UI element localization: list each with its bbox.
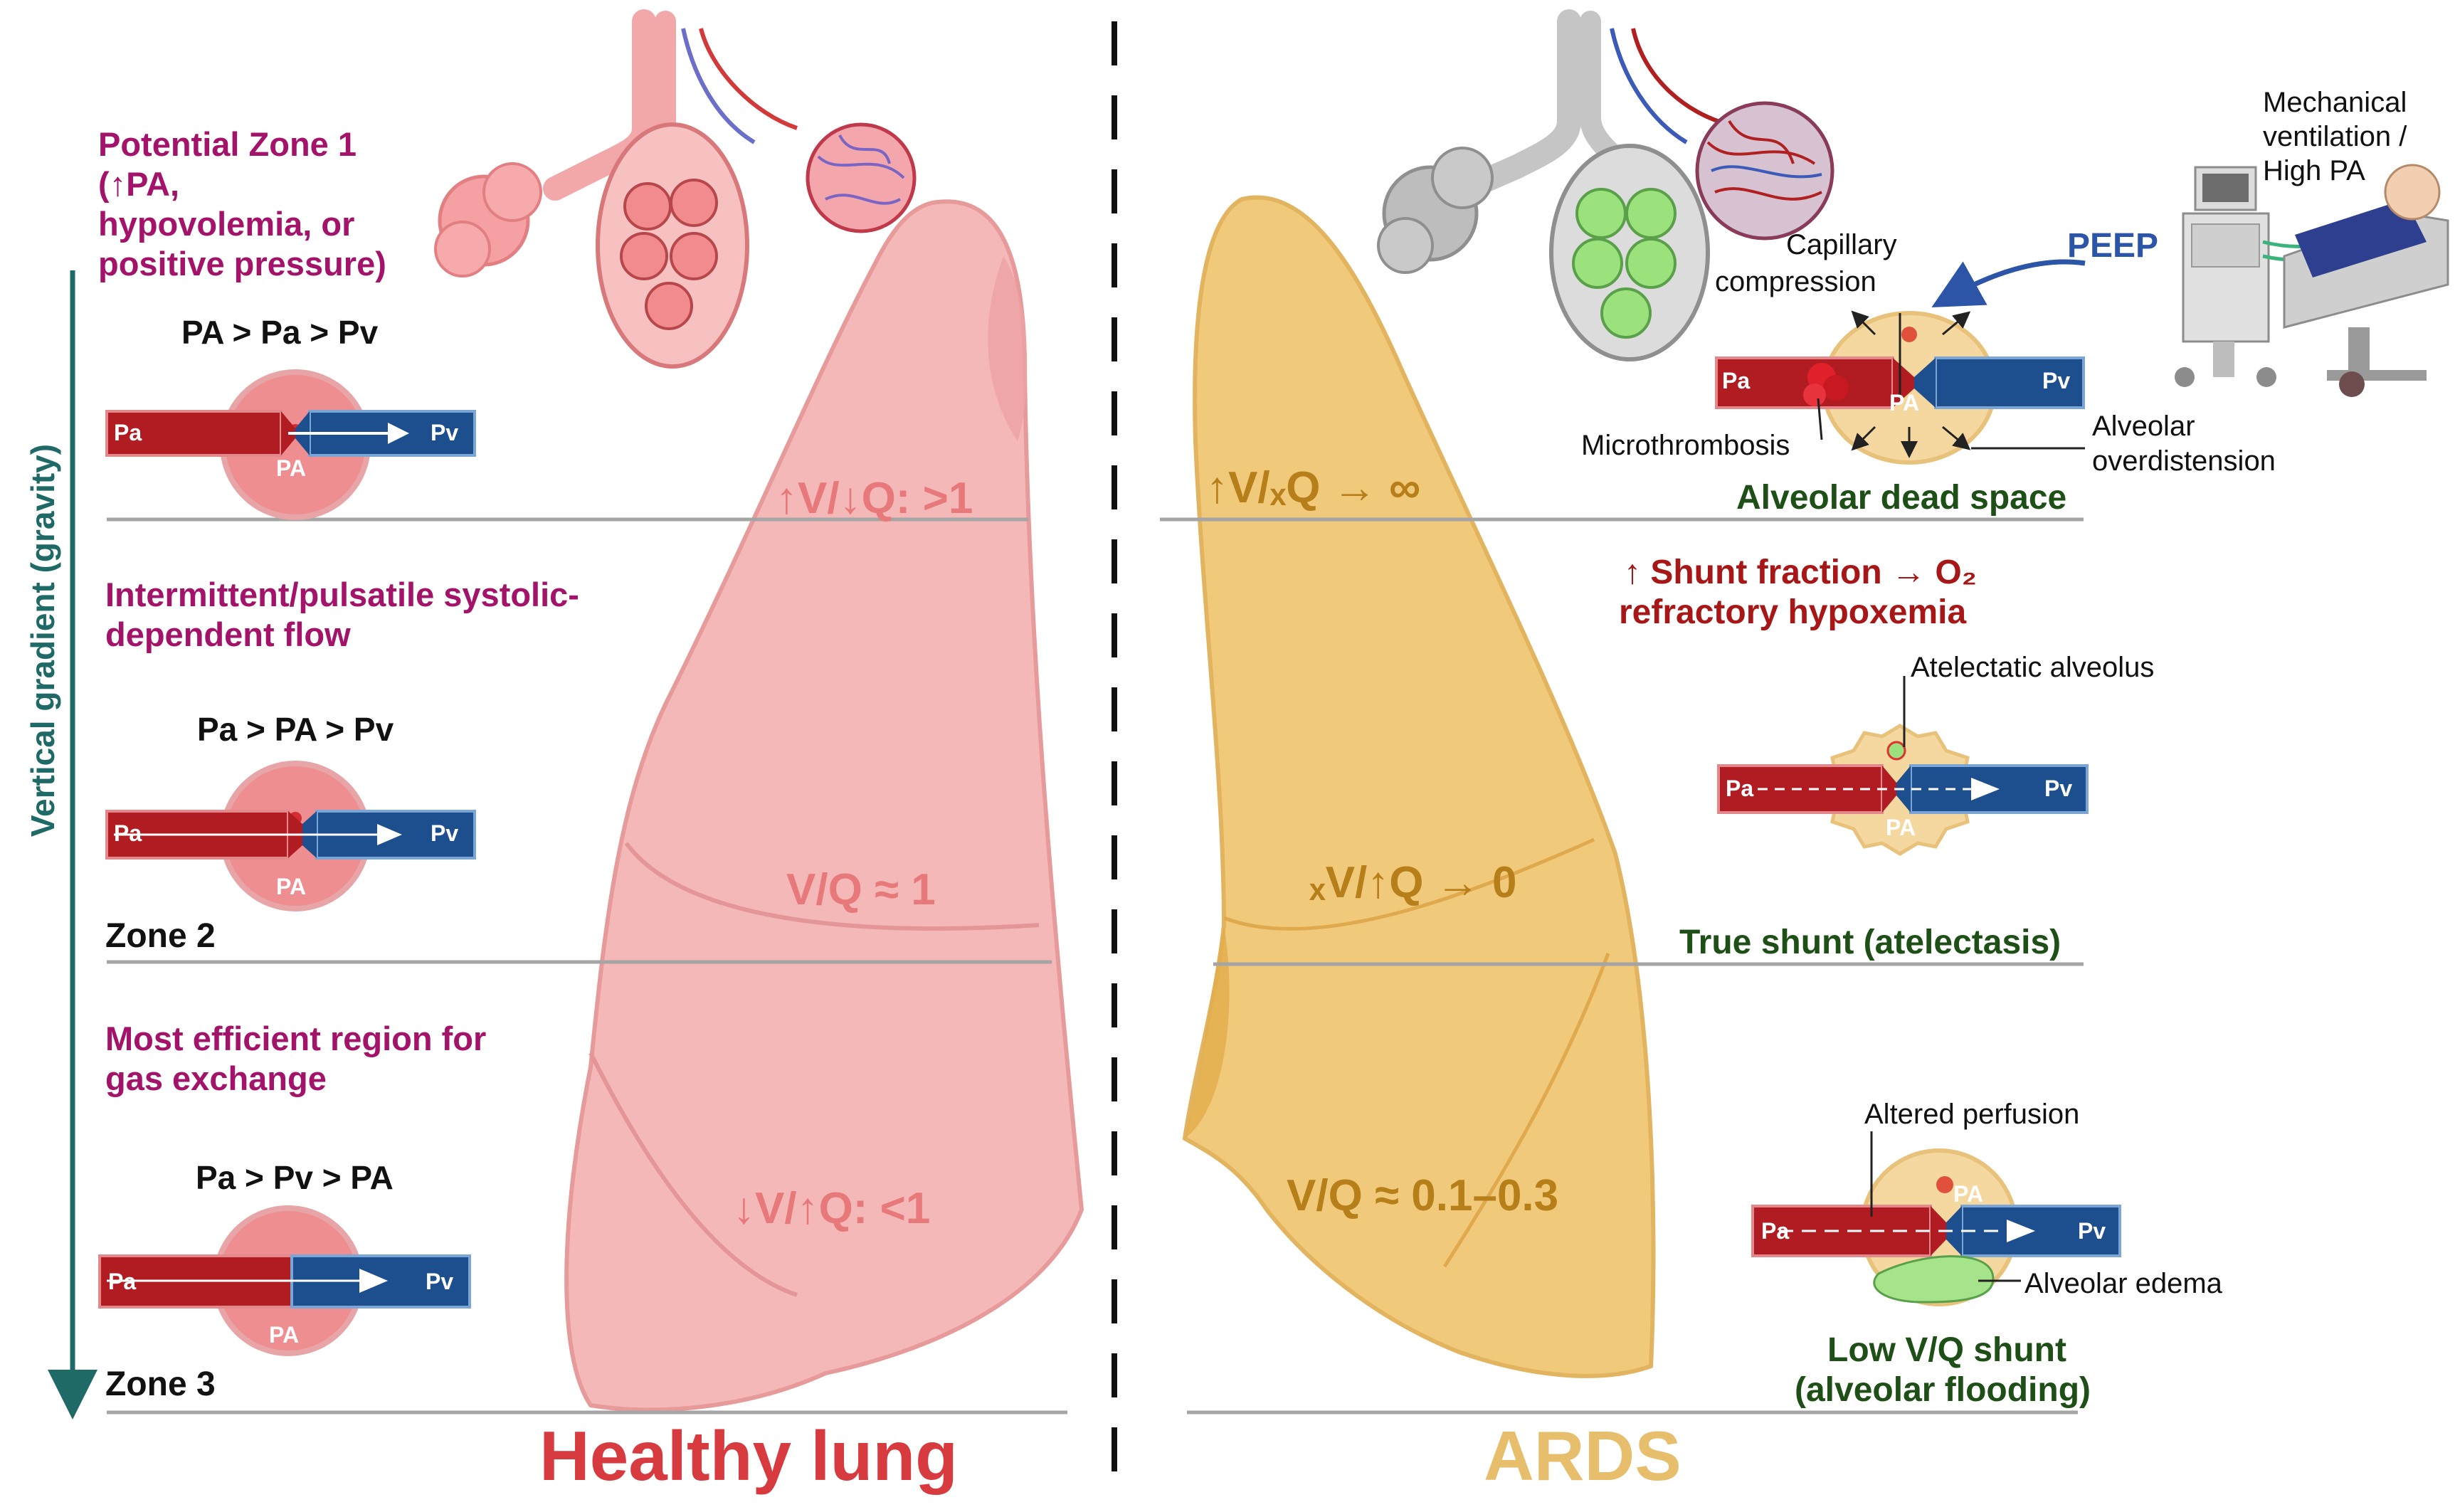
- zone1-condition-line2: hypovolemia, or: [98, 205, 355, 243]
- zone3-pa-arterial-label: Pa: [108, 1269, 137, 1294]
- ards-zone1-vessel-diagram: [1715, 310, 2085, 465]
- zone3-desc-line2: gas exchange: [105, 1059, 327, 1097]
- ventilation-line2: ventilation /: [2263, 121, 2407, 152]
- zone2-pv-label: Pv: [431, 820, 459, 846]
- ards-title: ARDS: [1484, 1417, 1681, 1495]
- zone1-pv-label: Pv: [431, 420, 459, 445]
- peep-arrow: [1931, 259, 2086, 307]
- peep-label: PEEP: [2067, 227, 2159, 265]
- ards-zone1-pa-arterial-label: Pa: [1722, 368, 1751, 393]
- ards-zone3-pv-label: Pv: [2078, 1218, 2106, 1244]
- zone3-label: Zone 3: [105, 1365, 216, 1403]
- capillary-compression-line1: Capillary: [1786, 229, 1897, 260]
- ards-zone2-vessel-diagram: [1717, 676, 2089, 856]
- ards-zone3-alveolar-label: PA: [1953, 1181, 1984, 1207]
- zone1-condition-line3: positive pressure): [98, 245, 386, 282]
- zone3-pv-label: Pv: [426, 1269, 454, 1294]
- healthy-lung-fissure-1: [624, 842, 1040, 931]
- zone2-pa-arterial-label: Pa: [114, 820, 142, 846]
- zone2-alveolar-label: PA: [276, 874, 307, 899]
- patient-bed-illustration: [2283, 164, 2449, 397]
- ards-lung-fissure-1: [1223, 837, 1595, 931]
- zone1-pressure-relation: PA > Pa > Pv: [181, 314, 379, 351]
- healthy-airway-illustration: [434, 9, 917, 369]
- atelectatic-alveolus-label: Atelectatic alveolus: [1911, 652, 2155, 683]
- alveolar-edema-label: Alveolar edema: [2024, 1268, 2222, 1299]
- healthy-zone3-vq-ratio: ↓V/↑Q: <1: [733, 1184, 931, 1233]
- overdistension-line1: Alveolar: [2092, 411, 2195, 442]
- zone1-pa-arterial-label: Pa: [114, 420, 142, 445]
- healthy-lung-title: Healthy lung: [539, 1417, 959, 1495]
- zone2-pressure-relation: Pa > PA > Pv: [197, 711, 394, 748]
- ards-airway-illustration: [1377, 9, 1834, 361]
- dead-space-label: Alveolar dead space: [1736, 479, 2067, 517]
- zone1-title: Potential Zone 1: [98, 125, 357, 163]
- healthy-zone2-vq-ratio: V/Q ≈ 1: [786, 865, 936, 914]
- microthrombosis-label: Microthrombosis: [1581, 430, 1790, 461]
- gravity-gradient-label: Vertical gradient (gravity): [24, 443, 61, 837]
- ventilation-line1: Mechanical: [2263, 87, 2407, 118]
- low-vq-shunt-line2: (alveolar flooding): [1795, 1371, 2091, 1409]
- overdistension-line2: overdistension: [2092, 445, 2276, 477]
- ards-lung-shadow: [1185, 925, 1230, 1138]
- ards-zone3-pa-arterial-label: Pa: [1761, 1218, 1790, 1244]
- ards-zone2-pa-arterial-label: Pa: [1726, 776, 1754, 801]
- ards-lung-shape: [1182, 195, 1656, 1378]
- zone3-pressure-relation: Pa > Pv > PA: [196, 1159, 394, 1196]
- ards-lung-fissure-2: [1442, 953, 1610, 1268]
- zone1-condition-line1: (↑PA,: [98, 165, 180, 203]
- ards-zone3-vessel-diagram: [1751, 1131, 2121, 1306]
- healthy-lung-shape: [564, 199, 1084, 1412]
- zone1-vessel-diagram: [105, 369, 476, 520]
- zone2-flow-line1: Intermittent/pulsatile systolic-: [105, 576, 579, 613]
- ventilator-illustration: [2175, 166, 2407, 387]
- healthy-zone1-vq-ratio: ↑V/↓Q: >1: [776, 474, 973, 523]
- zone2-vessel-diagram: [105, 761, 476, 911]
- zone2-flow-line2: dependent flow: [105, 615, 351, 653]
- altered-perfusion-label: Altered perfusion: [1864, 1099, 2080, 1130]
- healthy-lung-fissure-2: [588, 1052, 798, 1297]
- ards-zone2-pv-label: Pv: [2044, 776, 2073, 801]
- zone1-alveolar-label: PA: [276, 455, 307, 481]
- zone3-alveolar-label: PA: [269, 1322, 300, 1348]
- shunt-fraction-line1: ↑ Shunt fraction → O₂: [1624, 554, 1977, 591]
- low-vq-shunt-line1: Low V/Q shunt: [1827, 1331, 2066, 1369]
- zone3-vessel-diagram: [98, 1205, 471, 1356]
- true-shunt-label: True shunt (atelectasis): [1679, 924, 2061, 961]
- ards-zone1-vq-ratio: ↑V/ₓQ → ∞: [1206, 463, 1421, 512]
- ards-zone3-vq-ratio: V/Q ≈ 0.1–0.3: [1287, 1171, 1559, 1220]
- shunt-fraction-line2: refractory hypoxemia: [1619, 593, 1967, 631]
- healthy-lung-highlight: [988, 256, 1028, 441]
- ards-zone2-vq-ratio: ₓV/↑Q → 0: [1309, 858, 1517, 907]
- capillary-compression-line2: compression: [1715, 266, 1876, 297]
- ventilation-line3: High PA: [2263, 155, 2365, 186]
- zone2-label: Zone 2: [105, 917, 216, 955]
- zone3-desc-line1: Most efficient region for: [105, 1020, 487, 1057]
- ards-zone1-alveolar-label: PA: [1889, 390, 1920, 416]
- ards-zone2-alveolar-label: PA: [1886, 815, 1916, 840]
- ards-zone1-pv-label: Pv: [2042, 368, 2071, 393]
